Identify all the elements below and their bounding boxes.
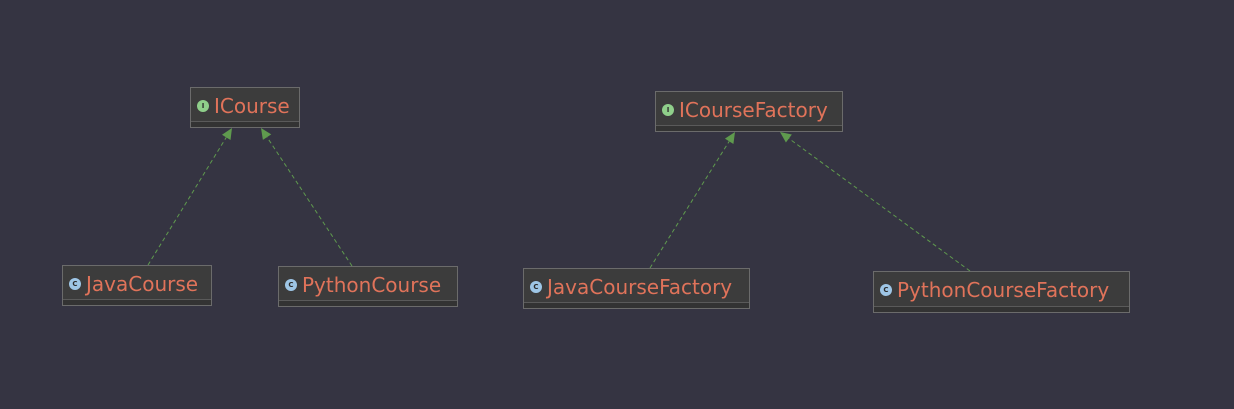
class-java-course-factory[interactable]: C JavaCourseFactory (523, 268, 750, 309)
class-java-course[interactable]: C JavaCourse (62, 265, 212, 306)
implements-edge-python_course_factory (788, 138, 971, 272)
class-icon: C (285, 278, 297, 291)
implements-edge-java_course_factory (649, 141, 730, 269)
node-label: PythonCourseFactory (897, 278, 1110, 302)
arrowhead-java_course (221, 128, 232, 140)
interface-icourse[interactable]: I ICourse (190, 87, 300, 128)
class-icon: C (880, 284, 892, 296)
node-label: PythonCourse (302, 272, 442, 297)
class-icon: C (69, 277, 81, 290)
interface-icon: I (662, 103, 674, 116)
node-label: JavaCourse (86, 271, 199, 296)
class-python-course-factory[interactable]: C PythonCourseFactory (873, 271, 1130, 313)
arrowhead-java_course_factory (724, 132, 735, 144)
arrowhead-python_course (261, 128, 272, 140)
implements-edge-python_course (266, 136, 353, 267)
node-label: ICourseFactory (679, 97, 828, 122)
node-label: JavaCourseFactory (547, 274, 733, 299)
interface-icourse-factory[interactable]: I ICourseFactory (655, 91, 843, 132)
class-icon: C (530, 280, 542, 293)
implements-edge-java_course (147, 137, 227, 266)
interface-icon: I (197, 99, 209, 112)
class-python-course[interactable]: C PythonCourse (278, 266, 458, 307)
arrowhead-python_course_factory (780, 132, 792, 143)
node-label: ICourse (214, 93, 290, 118)
